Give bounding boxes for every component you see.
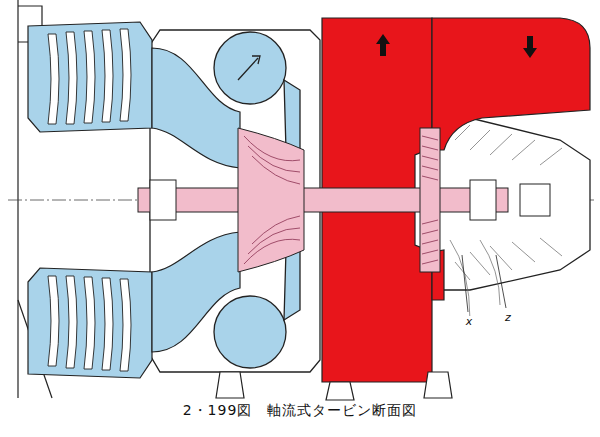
figure-caption: 2・199図 軸流式タービン断面図	[183, 402, 418, 419]
callout-letter: z	[504, 312, 512, 324]
callout-letter: x	[465, 316, 474, 328]
